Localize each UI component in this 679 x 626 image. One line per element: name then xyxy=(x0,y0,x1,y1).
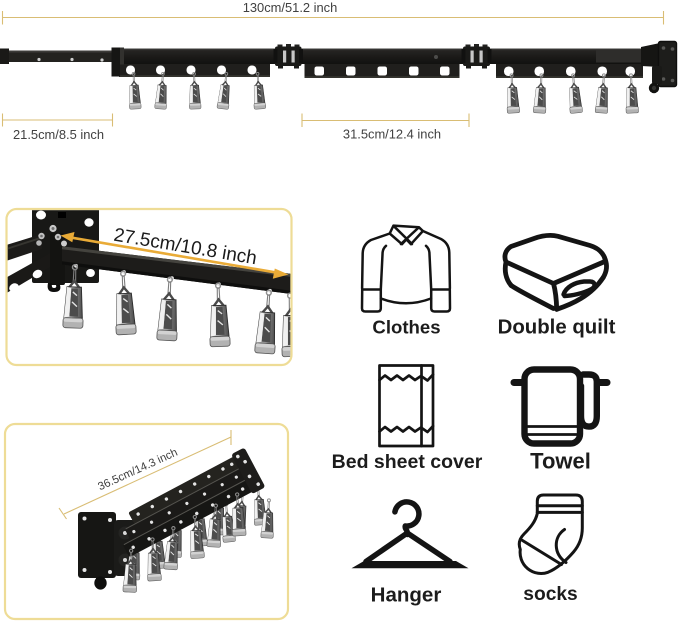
svg-text:36.5cm/14.3 inch: 36.5cm/14.3 inch xyxy=(96,447,179,494)
svg-text:Hanger: Hanger xyxy=(371,584,442,607)
svg-text:Bed sheet cover: Bed sheet cover xyxy=(332,451,483,473)
svg-text:130cm/51.2 inch: 130cm/51.2 inch xyxy=(243,0,338,15)
svg-text:Clothes: Clothes xyxy=(372,317,440,338)
svg-text:31.5cm/12.4 inch: 31.5cm/12.4 inch xyxy=(343,127,441,142)
svg-text:Towel: Towel xyxy=(530,449,591,474)
svg-text:Double quilt: Double quilt xyxy=(498,317,616,339)
svg-text:socks: socks xyxy=(523,584,577,605)
svg-text:21.5cm/8.5 inch: 21.5cm/8.5 inch xyxy=(13,127,104,142)
